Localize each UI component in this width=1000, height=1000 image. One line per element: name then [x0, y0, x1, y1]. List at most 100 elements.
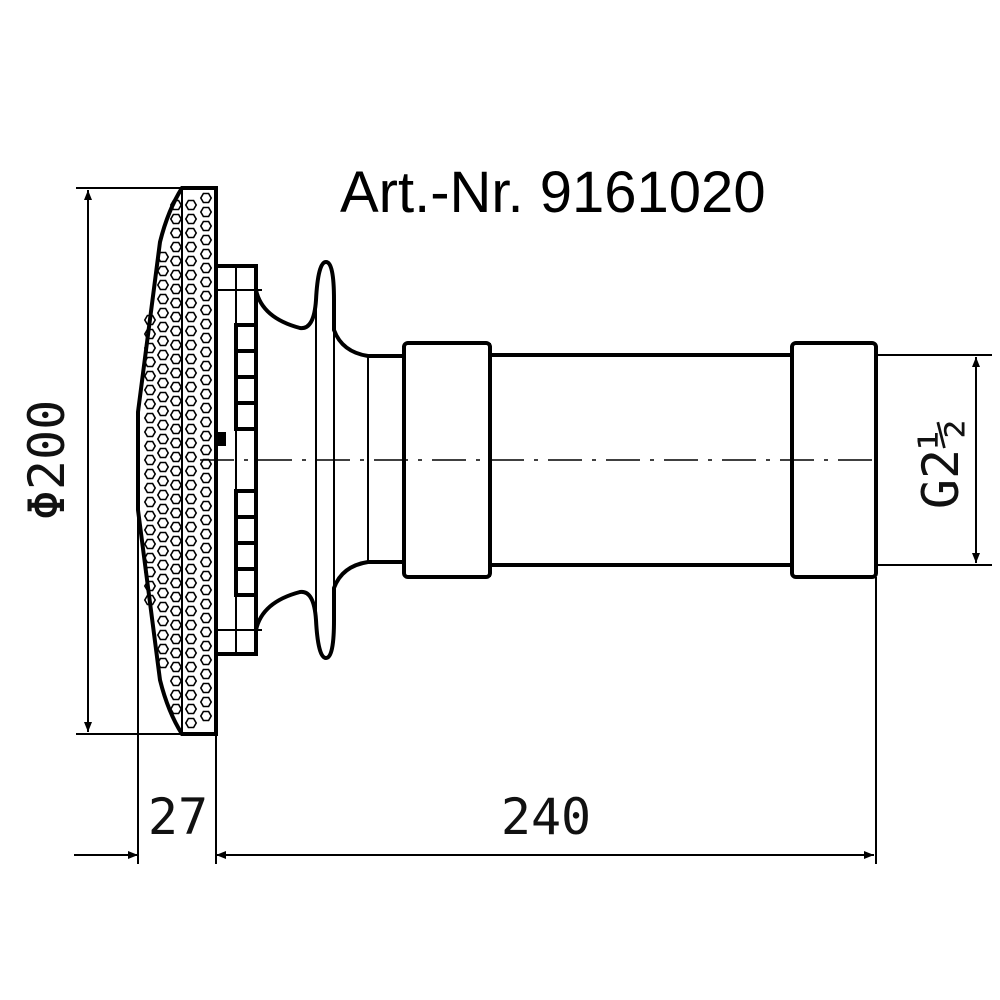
- nozzle-hex: [199, 332, 213, 344]
- nozzle-hex: [199, 640, 213, 652]
- nozzle-hex: [184, 227, 198, 239]
- nozzle-hex: [184, 717, 198, 729]
- nozzle-hex: [184, 367, 198, 379]
- nozzle-hex: [184, 381, 198, 393]
- thread-label: G2½: [912, 419, 970, 509]
- nozzle-hex: [156, 377, 170, 389]
- nozzle-hex: [169, 507, 183, 519]
- nozzle-hex: [169, 535, 183, 547]
- nozzle-hex: [169, 661, 183, 673]
- nozzle-hex: [169, 493, 183, 505]
- nozzle-hex: [156, 433, 170, 445]
- nozzle-hex: [199, 374, 213, 386]
- nozzle-hex: [169, 563, 183, 575]
- nozzle-hex: [169, 479, 183, 491]
- nozzle-hex: [184, 423, 198, 435]
- nozzle-hex: [143, 342, 157, 354]
- nozzle-hex: [199, 318, 213, 330]
- nozzle-hex: [156, 405, 170, 417]
- nozzle-hex: [184, 213, 198, 225]
- nozzle-hex: [199, 542, 213, 554]
- nozzle-hex: [156, 293, 170, 305]
- nozzle-hex: [169, 311, 183, 323]
- nozzle-hex: [199, 654, 213, 666]
- nozzle-hex: [199, 710, 213, 722]
- nozzle-hex: [184, 437, 198, 449]
- nozzle-hex: [199, 346, 213, 358]
- nozzle-hex: [184, 465, 198, 477]
- nozzle-hex: [199, 626, 213, 638]
- nozzle-hex: [199, 304, 213, 316]
- nozzle-hex: [184, 591, 198, 603]
- length-label: 240: [501, 788, 591, 846]
- nozzle-hex: [143, 426, 157, 438]
- nozzle-hex: [199, 528, 213, 540]
- nozzle-hex: [169, 633, 183, 645]
- nozzle-hex: [156, 657, 170, 669]
- nozzle-hex: [169, 255, 183, 267]
- nozzle-hex: [156, 307, 170, 319]
- nozzle-hex: [156, 363, 170, 375]
- nozzle-hex: [199, 290, 213, 302]
- nozzle-hex: [199, 192, 213, 204]
- nozzle-hex: [199, 234, 213, 246]
- nozzle-hex: [143, 594, 157, 606]
- nozzle-hex: [143, 482, 157, 494]
- nozzle-hex: [184, 311, 198, 323]
- nozzle-hex: [156, 573, 170, 585]
- nozzle-hex: [143, 454, 157, 466]
- nozzle-hex: [184, 479, 198, 491]
- nozzle-hex: [199, 402, 213, 414]
- nozzle-hex: [184, 549, 198, 561]
- nozzle-hex: [199, 584, 213, 596]
- nozzle-hex: [184, 297, 198, 309]
- nozzle-hex: [184, 255, 198, 267]
- nozzle-hex: [184, 521, 198, 533]
- nozzle-hex: [184, 199, 198, 211]
- nozzle-hex: [169, 675, 183, 687]
- nozzle-hex: [143, 552, 157, 564]
- nozzle-hex: [169, 577, 183, 589]
- nozzle-hex: [156, 391, 170, 403]
- nozzle-hex: [184, 661, 198, 673]
- nozzle-pattern: [143, 192, 213, 729]
- nozzle-hex: [169, 619, 183, 631]
- nozzle-hex: [156, 349, 170, 361]
- nozzle-hex: [169, 451, 183, 463]
- nozzle-hex: [156, 475, 170, 487]
- nozzle-hex: [184, 283, 198, 295]
- nozzle-hex: [156, 335, 170, 347]
- nozzle-hex: [184, 563, 198, 575]
- nozzle-hex: [143, 412, 157, 424]
- nozzle-hex: [169, 591, 183, 603]
- nozzle-hex: [156, 559, 170, 571]
- nozzle-hex: [169, 703, 183, 715]
- nozzle-hex: [169, 381, 183, 393]
- nozzle-hex: [169, 367, 183, 379]
- nozzle-hex: [156, 321, 170, 333]
- nozzle-hex: [184, 507, 198, 519]
- nozzle-hex: [169, 353, 183, 365]
- nozzle-hex: [199, 360, 213, 372]
- nozzle-hex: [199, 556, 213, 568]
- nozzle-hex: [184, 451, 198, 463]
- nozzle-hex: [184, 353, 198, 365]
- nozzle-hex: [184, 577, 198, 589]
- nozzle-hex: [169, 283, 183, 295]
- nozzle-hex: [199, 696, 213, 708]
- nozzle-hex: [143, 356, 157, 368]
- nozzle-hex: [199, 248, 213, 260]
- nozzle-hex: [184, 689, 198, 701]
- nozzle-hex: [199, 262, 213, 274]
- nozzle-hex: [156, 601, 170, 613]
- nozzle-hex: [156, 629, 170, 641]
- nozzle-hex: [156, 489, 170, 501]
- nozzle-hex: [143, 538, 157, 550]
- nozzle-hex: [156, 643, 170, 655]
- nozzle-hex: [199, 472, 213, 484]
- nozzle-hex: [156, 503, 170, 515]
- nozzle-hex: [184, 409, 198, 421]
- nozzle-hex: [169, 423, 183, 435]
- nozzle-hex: [184, 619, 198, 631]
